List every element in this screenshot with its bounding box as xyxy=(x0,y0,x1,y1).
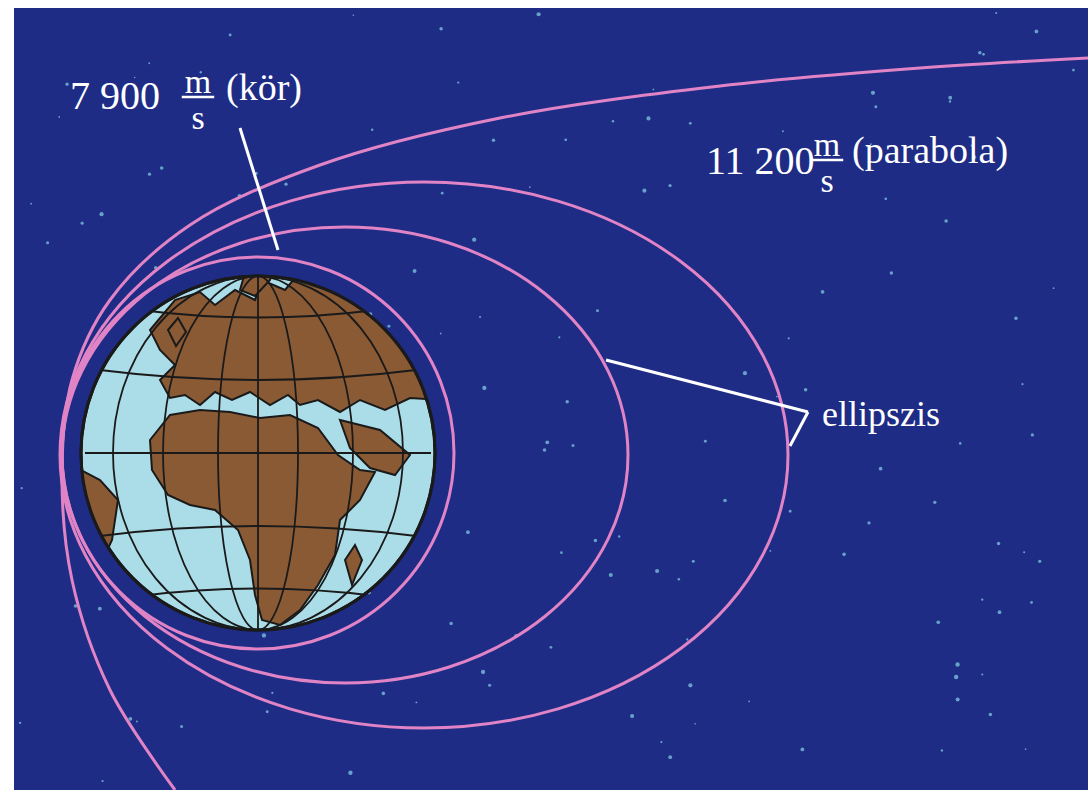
orbit-name: (kör) xyxy=(226,68,302,106)
space-background xyxy=(14,8,1088,790)
elliptic-orbit xyxy=(62,227,628,683)
leader-line xyxy=(240,128,278,250)
earth-globe xyxy=(70,248,440,636)
speed-value: 7 900 xyxy=(70,76,160,116)
elliptic-orbit xyxy=(60,182,788,728)
unit-denominator: s xyxy=(820,164,833,198)
margin xyxy=(0,0,14,790)
unit-numerator: m xyxy=(814,128,840,162)
orbits xyxy=(60,58,1088,790)
orbit-name: ellipszis xyxy=(822,396,940,432)
stars xyxy=(19,12,1075,782)
parabolic-orbit xyxy=(62,58,1088,790)
orbit-name: (parabola) xyxy=(852,131,1008,169)
leader-line xyxy=(606,360,808,412)
speed-value: 11 200 xyxy=(706,141,815,181)
unit-denominator: s xyxy=(191,101,204,135)
unit-numerator: m xyxy=(185,65,211,99)
leader-line xyxy=(790,412,808,446)
